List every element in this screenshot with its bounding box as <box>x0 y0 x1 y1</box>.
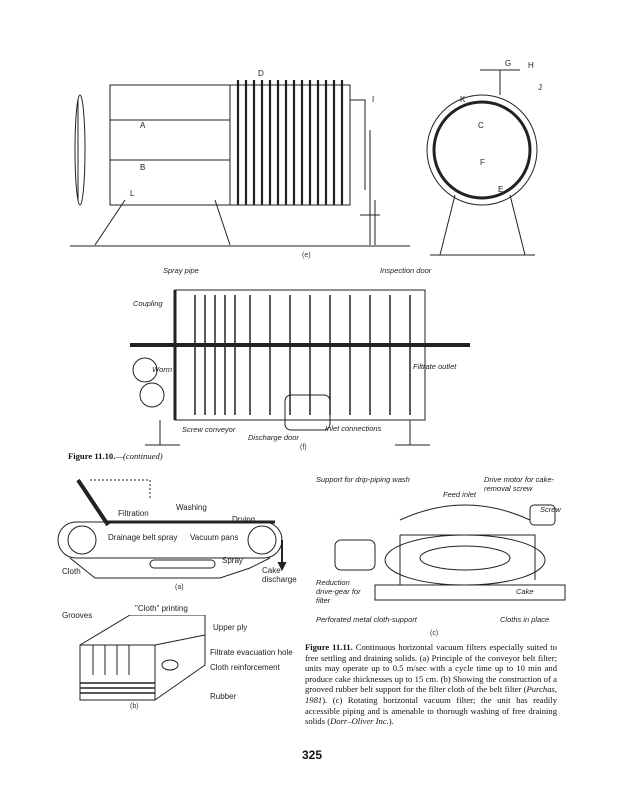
letter-g: G <box>505 59 511 68</box>
label-filtration: Filtration <box>118 509 149 518</box>
figure-11-11b-label: (b) <box>130 703 139 710</box>
letter-i: I <box>372 95 374 104</box>
label-upper-ply: Upper ply <box>213 623 248 632</box>
figure-11-11a-label: (a) <box>175 584 184 591</box>
figure-11-10-text: —(continued) <box>115 451 163 461</box>
figure-11-11-caption: Figure 11.11. Continuous horizontal vacu… <box>305 642 557 727</box>
label-vacuum-pans: Vacuum pans <box>190 533 239 542</box>
label-screw-conveyor: Screw conveyor <box>182 425 236 434</box>
letter-f: F <box>480 158 485 167</box>
caption-text: ). <box>388 716 394 727</box>
label-feed-inlet: Feed inlet <box>443 490 476 499</box>
label-grooves: Grooves <box>62 611 93 620</box>
label-coupling: Coupling <box>133 299 163 308</box>
letter-h: H <box>528 61 534 70</box>
rotary-leaf-filter-drawing <box>130 289 470 446</box>
letter-e: E <box>498 185 503 194</box>
caption-text: ). (c) Rotating horizontal vacuum filter… <box>305 694 557 727</box>
letter-c: C <box>478 121 484 130</box>
letter-a: A <box>140 121 146 130</box>
label-support-drip-piping: Support for drip-piping wash <box>316 475 410 484</box>
label-rubber: Rubber <box>210 692 237 701</box>
letter-l: L <box>130 189 135 198</box>
letter-b: B <box>140 163 145 172</box>
label-worm: Worm <box>152 365 172 374</box>
label-spray: Spray <box>222 556 243 565</box>
figure-11-11c-label: (c) <box>430 630 439 637</box>
caption-text: Continuous horizontal vacuum filters esp… <box>305 642 557 695</box>
page-number: 325 <box>302 748 323 762</box>
rotating-horizontal-filter-drawing <box>334 504 566 601</box>
figure-e-label: (e) <box>302 252 311 259</box>
label-discharge-door: Discharge door <box>248 433 299 442</box>
label-inlet-connections: Inlet connections <box>325 424 382 433</box>
label-drying: Drying <box>232 515 256 524</box>
label-washing: Washing <box>176 503 207 512</box>
grooved-belt-drawing <box>79 615 206 701</box>
label-cake-discharge: Cake discharge <box>262 566 297 584</box>
letter-k: K <box>460 95 466 104</box>
label-filtrate-evacuation-hole: Filtrate evacuation hole <box>210 648 293 657</box>
belt-filter-drawing <box>57 478 287 579</box>
label-perforated-metal-cloth-support: Perforated metal cloth-support <box>316 615 417 624</box>
label-filtrate-outlet: Filtrate outlet <box>413 362 457 371</box>
figure-11-10-caption: Figure 11.10.—(continued) <box>68 451 163 461</box>
figure-f-label: (f) <box>300 444 307 451</box>
caption-citation: Dorr–Oliver Inc. <box>330 716 389 727</box>
plate-filter-drawing: A B C D E F G H I J K L <box>70 59 542 256</box>
label-drive-motor: Drive motor for cake-removal screw <box>484 475 555 493</box>
caption-citation: Purchas, 1981 <box>305 684 557 705</box>
label-cake: Cake <box>516 587 534 596</box>
label-cloth-reinforcement: Cloth reinforcement <box>210 663 280 672</box>
label-cloth: Cloth <box>62 567 81 576</box>
label-cloth-printing: "Cloth" printing <box>135 604 188 613</box>
label-reduction-drive-gear: Reduction drive-gear for filter <box>316 578 361 605</box>
figure-11-10-label: Figure 11.10. <box>68 451 116 461</box>
label-spray-pipe: Spray pipe <box>163 266 199 275</box>
letter-d: D <box>258 69 264 78</box>
label-cloths-in-place: Cloths in place <box>500 615 550 624</box>
label-screw: Screw <box>540 505 561 514</box>
label-drainage-belt-spray: Drainage belt spray <box>108 533 178 542</box>
letter-j: J <box>538 83 542 92</box>
label-inspection-door: Inspection door <box>380 266 432 275</box>
figure-11-11-label: Figure 11.11. <box>305 642 353 652</box>
